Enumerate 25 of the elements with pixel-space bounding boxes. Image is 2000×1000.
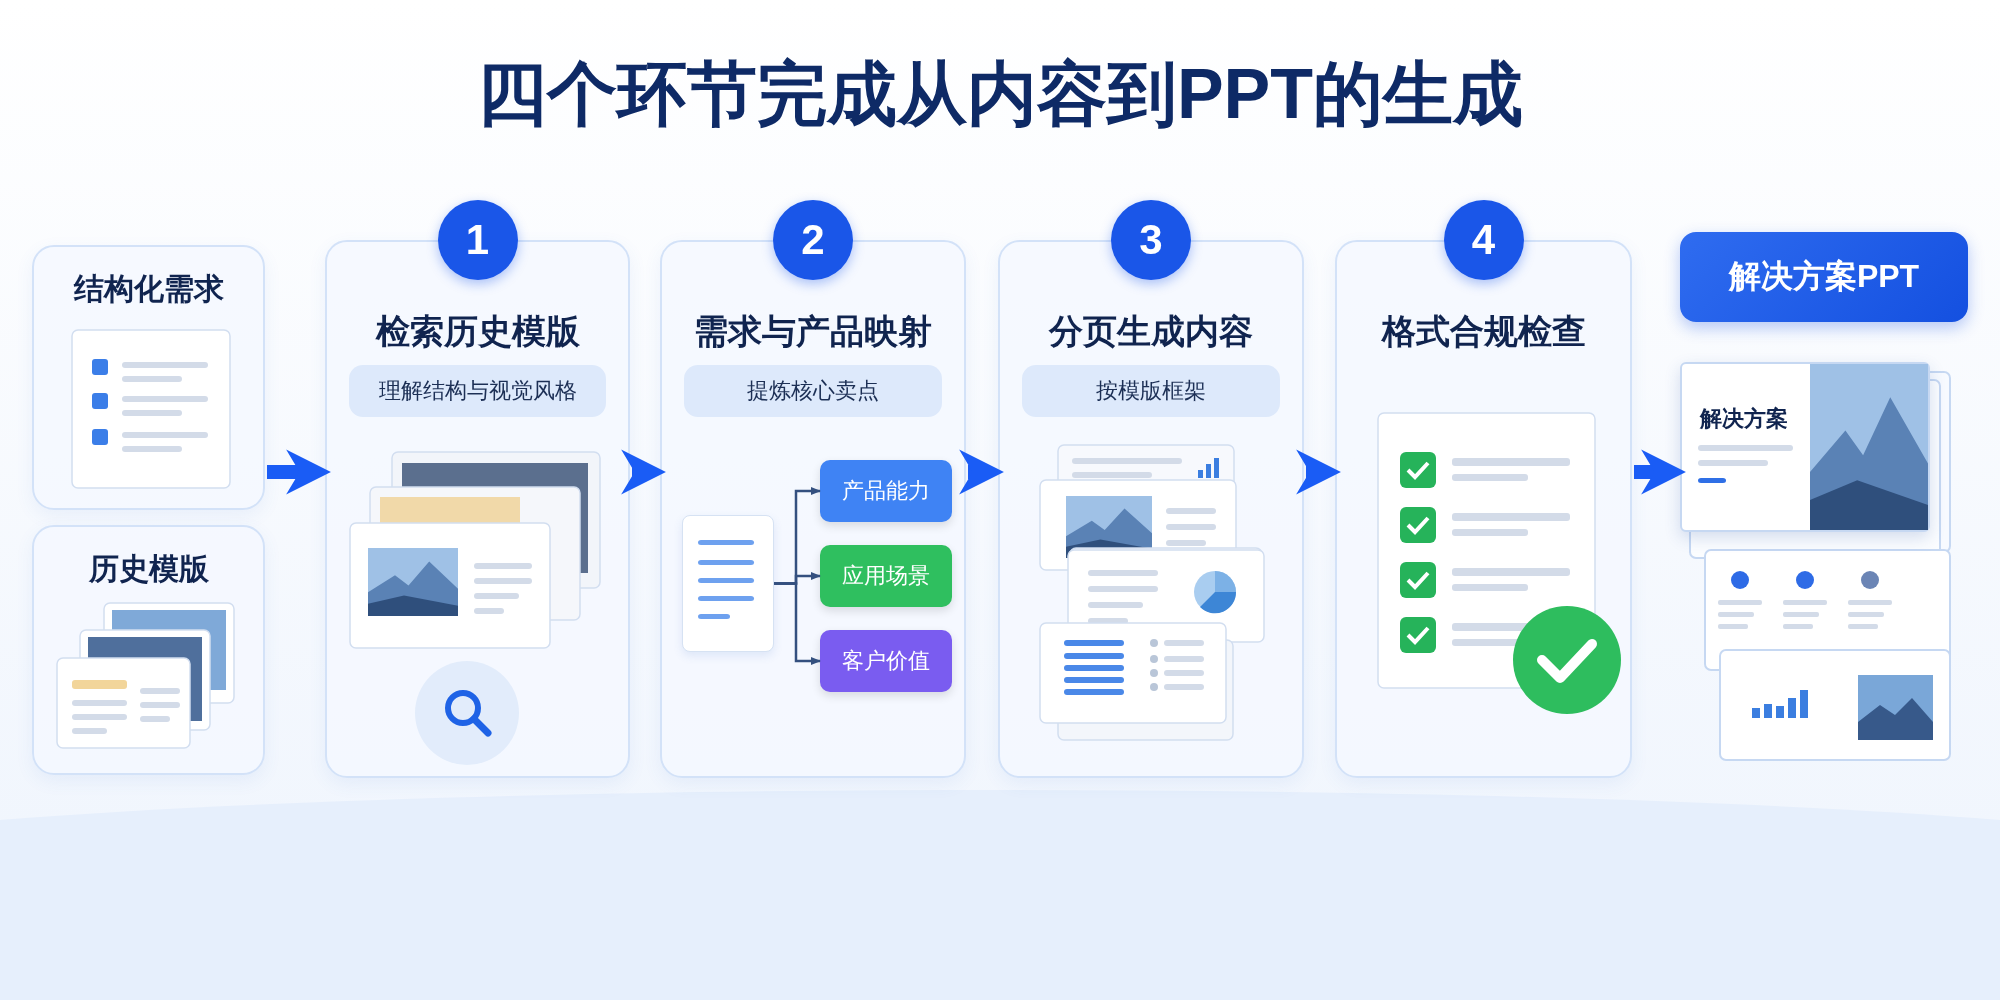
step-title: 格式合规检查 (1380, 314, 1587, 348)
panel-title: 历史模版 (87, 551, 210, 587)
tag-box: 应用场景 (820, 545, 952, 607)
tag-box: 产品能力 (820, 460, 952, 522)
result-box: 解决方案PPT (1680, 232, 1968, 322)
step-number: 3 (1111, 200, 1191, 280)
document-icon (682, 515, 774, 652)
arrow (1296, 449, 1341, 495)
step-title: 分页生成内容 (1047, 314, 1254, 348)
arrow (1634, 449, 1686, 495)
subtitle-pill: 按模版框架 (1022, 365, 1280, 417)
step-title: 需求与产品映射 (693, 314, 933, 348)
arrow (621, 449, 666, 495)
panel-title: 结构化需求 (72, 271, 225, 307)
subtitle-pill: 理解结构与视觉风格 (349, 365, 606, 417)
title: 四个环节完成从内容到PPT的生成 (475, 54, 1525, 135)
tag-box: 客户价值 (820, 630, 952, 692)
step-number: 2 (773, 200, 853, 280)
step-number: 1 (437, 200, 518, 280)
arrow (959, 449, 1004, 495)
subtitle-pill: 提炼核心卖点 (684, 365, 942, 417)
branch-arrow (774, 582, 821, 665)
step-title: 检索历史模版 (374, 314, 581, 348)
arrow (267, 449, 331, 495)
slide-title: 解决方案 (1700, 405, 1788, 433)
